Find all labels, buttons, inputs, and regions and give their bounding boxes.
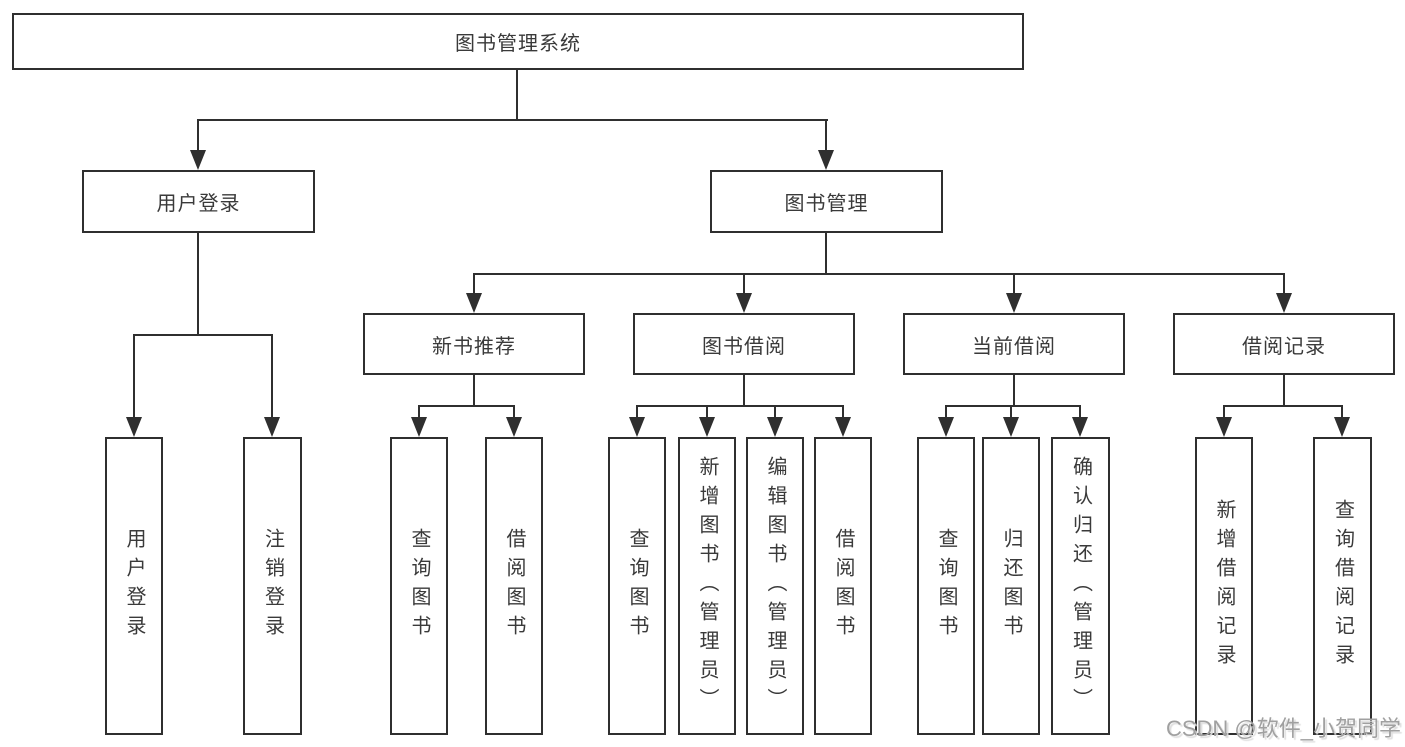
leaf-label: 编辑图书（管理员） <box>764 455 786 717</box>
leaf-query-books-borrow: 查询图书 <box>608 437 666 735</box>
edge-bookmgmt-stem <box>825 233 827 275</box>
leaf-label: 用户登录 <box>123 528 145 644</box>
arrowhead-leaf-logout <box>264 417 280 437</box>
arrowhead-return-books <box>1003 417 1019 437</box>
arrowhead-edit-books <box>767 417 783 437</box>
leaf-label: 借阅图书 <box>503 528 525 644</box>
edge-drop-query2 <box>636 405 638 419</box>
edge-drop-return-books <box>1010 405 1012 419</box>
arrowhead-new-book <box>466 293 482 313</box>
edge-drop-borrow-record <box>1283 273 1285 295</box>
leaf-query-books-current: 查询图书 <box>917 437 975 735</box>
edge-drop-new-book <box>473 273 475 295</box>
edge-drop-current-borrow <box>1013 273 1015 295</box>
node-label: 图书管理 <box>784 193 869 215</box>
edge-drop-borrow2 <box>842 405 844 419</box>
arrowhead-book-borrow <box>736 293 752 313</box>
arrowhead-query2 <box>629 417 645 437</box>
arrowhead-confirm-return <box>1072 417 1088 437</box>
edge-drop-add-record <box>1223 405 1225 419</box>
leaf-label: 查询图书 <box>935 528 957 644</box>
arrowhead-borrow1 <box>506 417 522 437</box>
arrowhead-leaf-user-login <box>126 417 142 437</box>
edge-newbook-stem <box>473 375 475 407</box>
edge-bookborrow-stem <box>743 375 745 407</box>
edge-currentborrow-hline <box>945 405 1081 407</box>
leaf-query-borrow-record: 查询借阅记录 <box>1313 437 1372 735</box>
leaf-user-login: 用户登录 <box>105 437 163 735</box>
edge-borrowrecord-hline <box>1223 405 1343 407</box>
leaf-label: 查询图书 <box>408 528 430 644</box>
leaf-label: 借阅图书 <box>832 528 854 644</box>
leaf-borrow-books: 借阅图书 <box>814 437 872 735</box>
leaf-add-books-admin: 新增图书（管理员） <box>678 437 736 735</box>
arrowhead-book-management <box>818 150 834 170</box>
edge-drop-borrow1 <box>513 405 515 419</box>
node-book-borrow: 图书借阅 <box>633 313 855 375</box>
leaf-label: 注销登录 <box>261 528 284 644</box>
arrowhead-add-books <box>699 417 715 437</box>
leaf-logout: 注销登录 <box>243 437 302 735</box>
node-label: 新书推荐 <box>432 335 516 358</box>
leaf-confirm-return-admin: 确认归还（管理员） <box>1051 437 1110 735</box>
edge-currentborrow-stem <box>1013 375 1015 407</box>
leaf-edit-books-admin: 编辑图书（管理员） <box>746 437 804 735</box>
node-label: 图书借阅 <box>702 335 786 358</box>
node-borrow-record: 借阅记录 <box>1173 313 1395 375</box>
leaf-label: 新增借阅记录 <box>1213 499 1235 673</box>
edge-drop-book-borrow <box>743 273 745 295</box>
edge-drop-user-login <box>197 119 199 152</box>
edge-drop-leaf-user-login <box>133 334 135 418</box>
arrowhead-current-borrow <box>1006 293 1022 313</box>
edge-drop-book-management <box>825 119 827 152</box>
arrowhead-user-login <box>190 150 206 170</box>
edge-root-stem <box>516 69 518 121</box>
node-current-borrow: 当前借阅 <box>903 313 1125 375</box>
edge-drop-edit-books <box>774 405 776 419</box>
leaf-label: 新增图书（管理员） <box>696 455 718 717</box>
node-new-book-recommend: 新书推荐 <box>363 313 585 375</box>
edge-userlogin-stem <box>197 233 199 336</box>
edge-drop-query-record <box>1341 405 1343 419</box>
node-label: 当前借阅 <box>972 335 1056 358</box>
edge-drop-add-books <box>706 405 708 419</box>
node-library-management-system: 图书管理系统 <box>12 13 1024 70</box>
leaf-query-books-recommend: 查询图书 <box>390 437 448 735</box>
arrowhead-borrow-record <box>1276 293 1292 313</box>
leaf-return-books: 归还图书 <box>982 437 1040 735</box>
leaf-label: 查询借阅记录 <box>1331 499 1354 673</box>
edge-drop-confirm-return <box>1079 405 1081 419</box>
node-book-management: 图书管理 <box>710 170 943 233</box>
arrowhead-query3 <box>938 417 954 437</box>
edge-drop-leaf-logout <box>271 334 273 418</box>
edge-userlogin-hline <box>133 334 273 336</box>
edge-drop-query3 <box>945 405 947 419</box>
node-label: 用户登录 <box>156 193 241 215</box>
edge-bookborrow-hline <box>636 405 844 407</box>
node-label: 借阅记录 <box>1242 335 1326 358</box>
edge-borrowrecord-stem <box>1283 375 1285 407</box>
node-user-login: 用户登录 <box>82 170 315 233</box>
arrowhead-query1 <box>411 417 427 437</box>
edge-drop-query1 <box>418 405 420 419</box>
leaf-label: 查询图书 <box>626 528 648 644</box>
node-label: 图书管理系统 <box>455 33 581 55</box>
leaf-borrow-books-recommend: 借阅图书 <box>485 437 543 735</box>
edge-newbook-hline <box>418 405 515 407</box>
edge-root-hline <box>197 119 828 121</box>
edge-bookmgmt-hline <box>473 273 1285 275</box>
arrowhead-query-record <box>1334 417 1350 437</box>
arrowhead-add-record <box>1216 417 1232 437</box>
arrowhead-borrow2 <box>835 417 851 437</box>
leaf-label: 确认归还（管理员） <box>1069 455 1092 717</box>
leaf-add-borrow-record: 新增借阅记录 <box>1195 437 1253 735</box>
leaf-label: 归还图书 <box>1000 528 1022 644</box>
csdn-watermark: CSDN @软件_小贺同学 <box>1165 716 1401 741</box>
